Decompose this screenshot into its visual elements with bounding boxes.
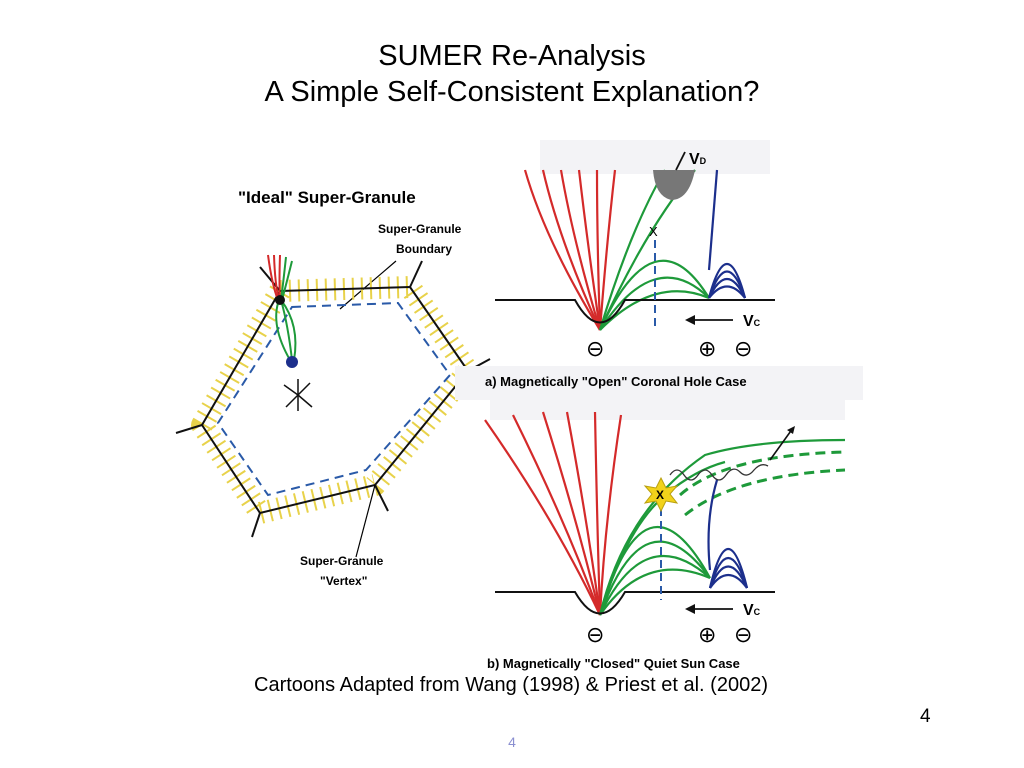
boundary-pointer [339, 260, 397, 310]
panel-a-vd-blob [653, 170, 695, 200]
panel-b-red-field-lines [484, 411, 623, 616]
title-line-2: A Simple Self-Consistent Explanation? [264, 76, 760, 108]
panel-a-blue-loops [707, 169, 747, 299]
panel-b-figure: X VC ⊖ ⊕ ⊖ b) Magnetically "Closed" Quie… [484, 400, 846, 671]
panel-a-photosphere [495, 299, 775, 324]
figure-caption: Cartoons Adapted from Wang (1998) & Prie… [254, 674, 768, 696]
panel-a-vc-label: VC [743, 313, 761, 330]
slide-title: SUMER Re-Analysis A Simple Self-Consiste… [0, 38, 1024, 110]
panel-a-plus: ⊕ [698, 336, 716, 361]
outflow-arrows-icon [283, 379, 313, 411]
vertex-flux-tube [267, 254, 298, 368]
vertex-pointer [355, 484, 376, 558]
panel-a-vd-label: VD [689, 151, 707, 168]
vertex-label-line-1: Super-Granule [300, 554, 384, 568]
panel-b-reconnection-star-icon [643, 476, 679, 513]
panel-b-x-mark: X [656, 488, 664, 502]
panel-b-plus: ⊕ [698, 622, 716, 647]
super-granule-figure: "Ideal" Super-Granule Super-Granule Boun… [175, 188, 491, 588]
vertex-label-line-2: "Vertex" [320, 574, 367, 588]
panel-b-wave [669, 464, 769, 481]
panel-a-caption: a) Magnetically "Open" Coronal Hole Case [485, 374, 747, 389]
hexagon-boundary [175, 260, 491, 538]
panel-a-minus-left: ⊖ [586, 336, 604, 361]
panel-b-vc-label: VC [743, 602, 761, 619]
panel-b-photosphere [495, 591, 775, 615]
panel-a-red-field-lines [523, 169, 617, 331]
title-line-1: SUMER Re-Analysis [378, 40, 646, 72]
panel-b-dashed-green-lines [679, 450, 846, 517]
panel-b-minus-left: ⊖ [586, 622, 604, 647]
panel-a-vd-arrow [675, 151, 686, 171]
panel-a-figure: X VD VC ⊖ ⊕ ⊖ a) Magnetically "Open" Cor… [455, 140, 863, 400]
panel-a-minus-right: ⊖ [734, 336, 752, 361]
panel-b-blue-loops [707, 479, 749, 589]
panel-b-wave-arrowhead [787, 426, 795, 434]
panel-a-x-mark: X [649, 224, 658, 239]
boundary-label-line-2: Boundary [396, 242, 452, 256]
super-granule-heading: "Ideal" Super-Granule [238, 188, 416, 207]
boundary-label-line-1: Super-Granule [378, 222, 462, 236]
panel-b-green-field-lines [598, 438, 846, 616]
panel-b-wave-arrow [769, 427, 794, 461]
panel-b-caption: b) Magnetically "Closed" Quiet Sun Case [487, 656, 740, 671]
panel-b-vc-arrowhead [685, 604, 695, 614]
slide-number: 4 [920, 706, 931, 727]
footer-page-number: 4 [508, 734, 516, 750]
panel-b-minus-right: ⊖ [734, 622, 752, 647]
panel-a-vc-arrowhead [685, 315, 695, 325]
